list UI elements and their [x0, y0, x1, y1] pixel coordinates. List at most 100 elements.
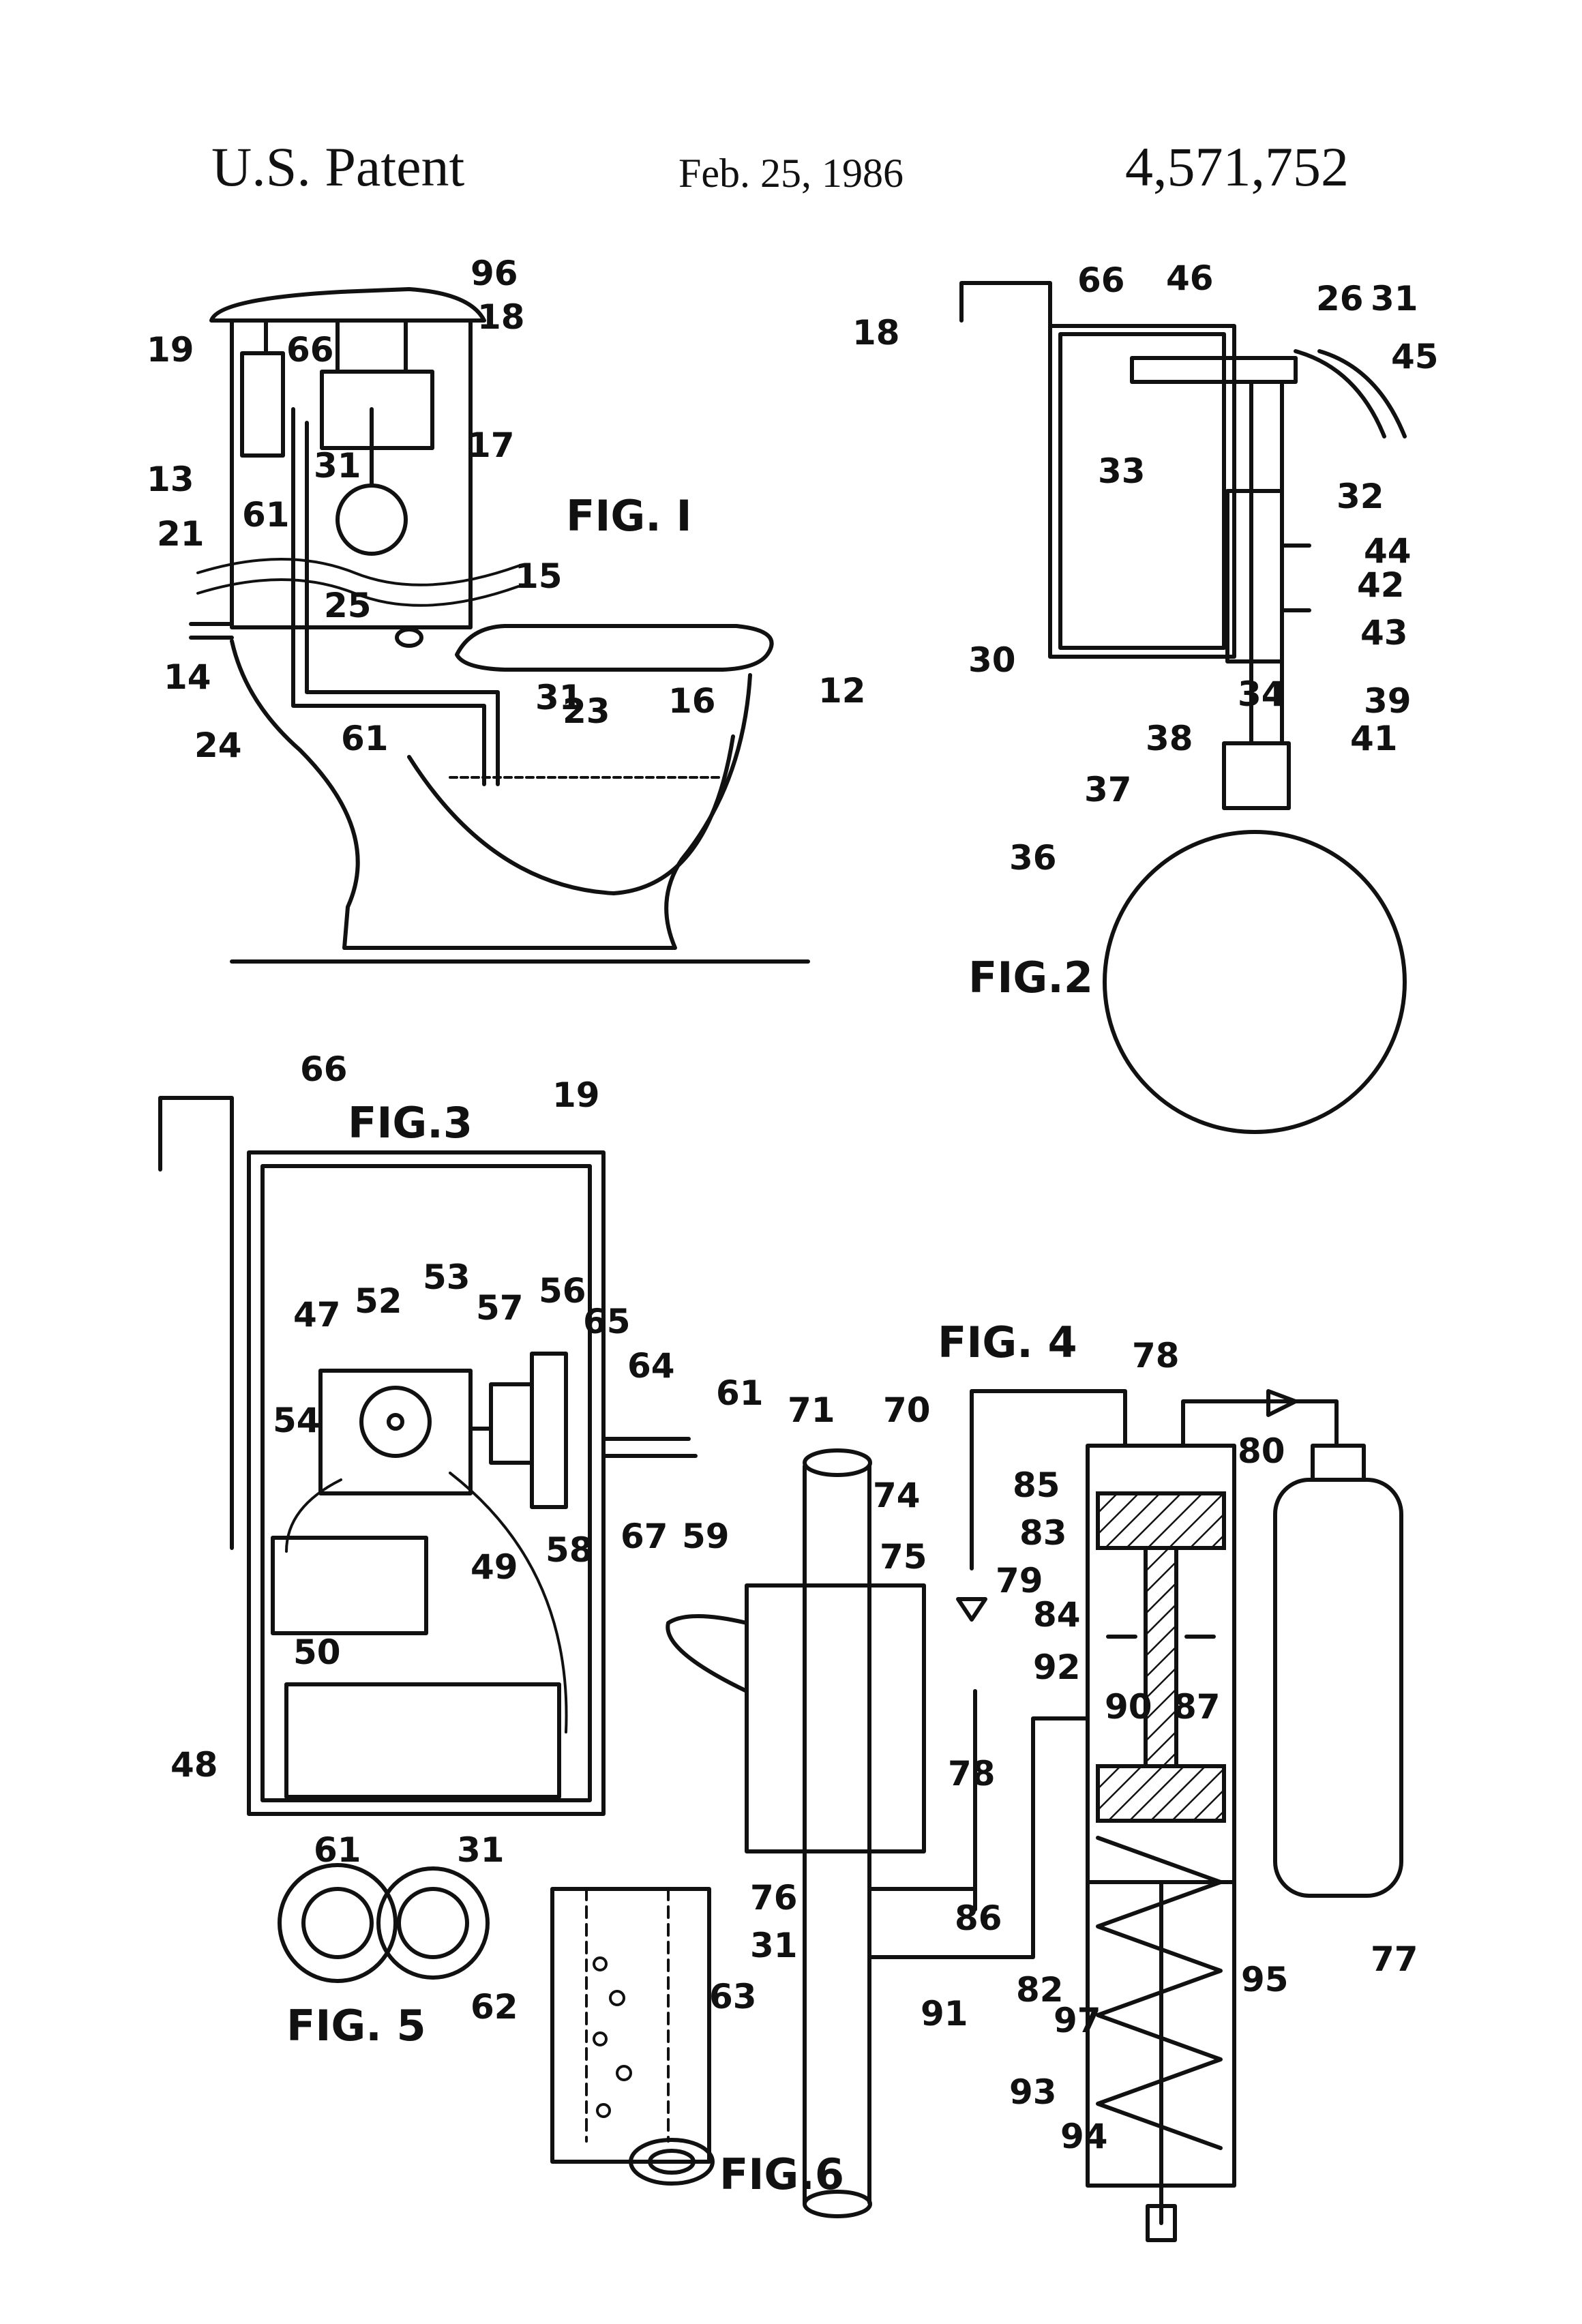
tube-61-inner	[305, 421, 500, 786]
tank-neck	[1311, 1444, 1366, 1482]
fig4-ref-numeral: 97	[1054, 2001, 1101, 2040]
float-ball	[335, 483, 408, 556]
valve-56	[530, 1352, 568, 1509]
fig3-ref-numeral: 58	[546, 1530, 593, 1570]
fig3-ref-numeral: 57	[476, 1288, 524, 1328]
fig2-ref-numeral: 44	[1364, 531, 1412, 571]
fig4-ref-numeral: 71	[788, 1390, 835, 1430]
circuit-49	[271, 1536, 428, 1635]
fig1-ref-numeral: 16	[668, 681, 716, 721]
fig4-ref-numeral: 95	[1241, 1960, 1289, 1999]
sleeve-62	[550, 1887, 711, 2164]
fig3-ref-numeral: 67	[621, 1517, 668, 1556]
sleeve-32	[1225, 489, 1284, 664]
container-outer	[1048, 324, 1236, 659]
fig3-ref-numeral: 52	[355, 1281, 402, 1321]
fig2-title: FIG.2	[968, 953, 1093, 1002]
bubble-2	[609, 1990, 625, 2006]
fig1-ref-numeral: 66	[286, 330, 334, 370]
patent-date: Feb. 25, 1986	[678, 151, 904, 196]
break-line-1	[196, 558, 520, 586]
unit-19	[240, 351, 285, 458]
break-line-2	[196, 578, 520, 607]
fig2-ref-numeral: 45	[1391, 337, 1439, 376]
fig2-drawing	[959, 281, 1407, 1134]
fig3-drawing	[158, 1096, 698, 1816]
container-30	[1058, 332, 1226, 650]
fig1-ref-numeral: 15	[515, 556, 563, 596]
valve-80	[1266, 1389, 1298, 1417]
fig4-ref-numeral: 84	[1033, 1595, 1081, 1635]
fig2-ref-numeral: 41	[1350, 719, 1398, 758]
fig1-ref-numeral: 23	[563, 691, 610, 731]
fig6-title: FIG.6	[719, 2149, 844, 2199]
line-78-left	[970, 1389, 1127, 1570]
fig3-ref-numeral: 54	[273, 1401, 320, 1440]
fig3-ref-numeral: 65	[583, 1302, 631, 1341]
unit-18	[320, 370, 434, 450]
fig4-ref-numeral: 85	[1013, 1465, 1060, 1505]
fig1-title: FIG. I	[566, 491, 692, 541]
bubble-3	[593, 2031, 608, 2046]
housing-inner	[260, 1164, 592, 1802]
fig4-ref-numeral: 83	[1019, 1513, 1067, 1553]
fig3-ref-numeral: 59	[682, 1517, 730, 1556]
fig1-ref-numeral: 12	[818, 671, 866, 711]
patent-number: 4,571,752	[1125, 136, 1349, 198]
tube-31	[1294, 349, 1386, 438]
fig4-ref-numeral: 93	[1009, 2072, 1057, 2112]
fig3-ref-numeral: 49	[471, 1547, 518, 1587]
bubble-4	[616, 2065, 632, 2081]
fig2-ref-numeral: 46	[1166, 258, 1214, 298]
fig2-ref-numeral: 43	[1360, 613, 1408, 653]
fig1-ref-numeral: 18	[477, 297, 525, 337]
float-36	[1103, 830, 1407, 1134]
fig3-ref-numeral: 64	[627, 1346, 675, 1386]
fig6-ref-numeral: 63	[709, 1977, 757, 2016]
fig1-ref-numeral: 96	[471, 254, 518, 293]
tube-end-31	[629, 2138, 715, 2186]
rod-84	[1144, 1546, 1178, 1768]
wire-negative	[285, 1478, 342, 1553]
tube-61-outer	[291, 407, 486, 786]
fig1-ref-numeral: 31	[535, 678, 583, 717]
fig4-ref-numeral: 92	[1033, 1648, 1081, 1687]
tube-61-section	[278, 1863, 398, 1983]
switch-57	[489, 1382, 534, 1465]
fig2-ref-numeral: 36	[1009, 838, 1057, 878]
fig1-ref-numeral: 19	[147, 330, 194, 370]
pipe-bottom	[803, 2190, 872, 2218]
fig1-ref-numeral: 17	[467, 426, 515, 465]
valve-box-75	[745, 1583, 926, 1853]
fig4-ref-numeral: 77	[1371, 1939, 1418, 1979]
fig4-ref-numeral: 76	[750, 1878, 798, 1918]
fig3-ref-numeral: 66	[300, 1049, 348, 1089]
hook-66	[959, 281, 1052, 595]
line-91	[867, 1716, 1090, 1959]
fig1-ref-numeral: 31	[314, 446, 361, 486]
battery-48	[284, 1682, 561, 1799]
fig2-ref-numeral: 42	[1357, 565, 1405, 605]
fig3-ref-numeral: 50	[293, 1633, 341, 1672]
tube-61-bore	[301, 1887, 374, 1959]
screw-head-94	[1146, 2204, 1177, 2242]
fig2-ref-numeral: 39	[1364, 681, 1412, 721]
fig4-ref-numeral: 87	[1173, 1687, 1221, 1727]
fig4-ref-numeral: 90	[1105, 1687, 1152, 1727]
valve-handle	[666, 1614, 749, 1693]
line-78-right	[1181, 1399, 1339, 1448]
shaft-54	[387, 1413, 404, 1431]
fig3-ref-numeral: 61	[716, 1373, 764, 1413]
check-79	[956, 1597, 987, 1622]
fig3-title: FIG.3	[348, 1098, 473, 1148]
fig2-ref-numeral: 30	[968, 640, 1016, 680]
piston-86	[1096, 1764, 1226, 1823]
fig3-ref-numeral: 47	[293, 1295, 341, 1335]
fig2-ref-numeral: 31	[1371, 279, 1418, 318]
toilet-seat	[455, 624, 774, 672]
housing-19	[247, 1150, 606, 1816]
coupling-38	[1222, 741, 1291, 810]
fig4-ref-numeral: 82	[1016, 1970, 1064, 2010]
